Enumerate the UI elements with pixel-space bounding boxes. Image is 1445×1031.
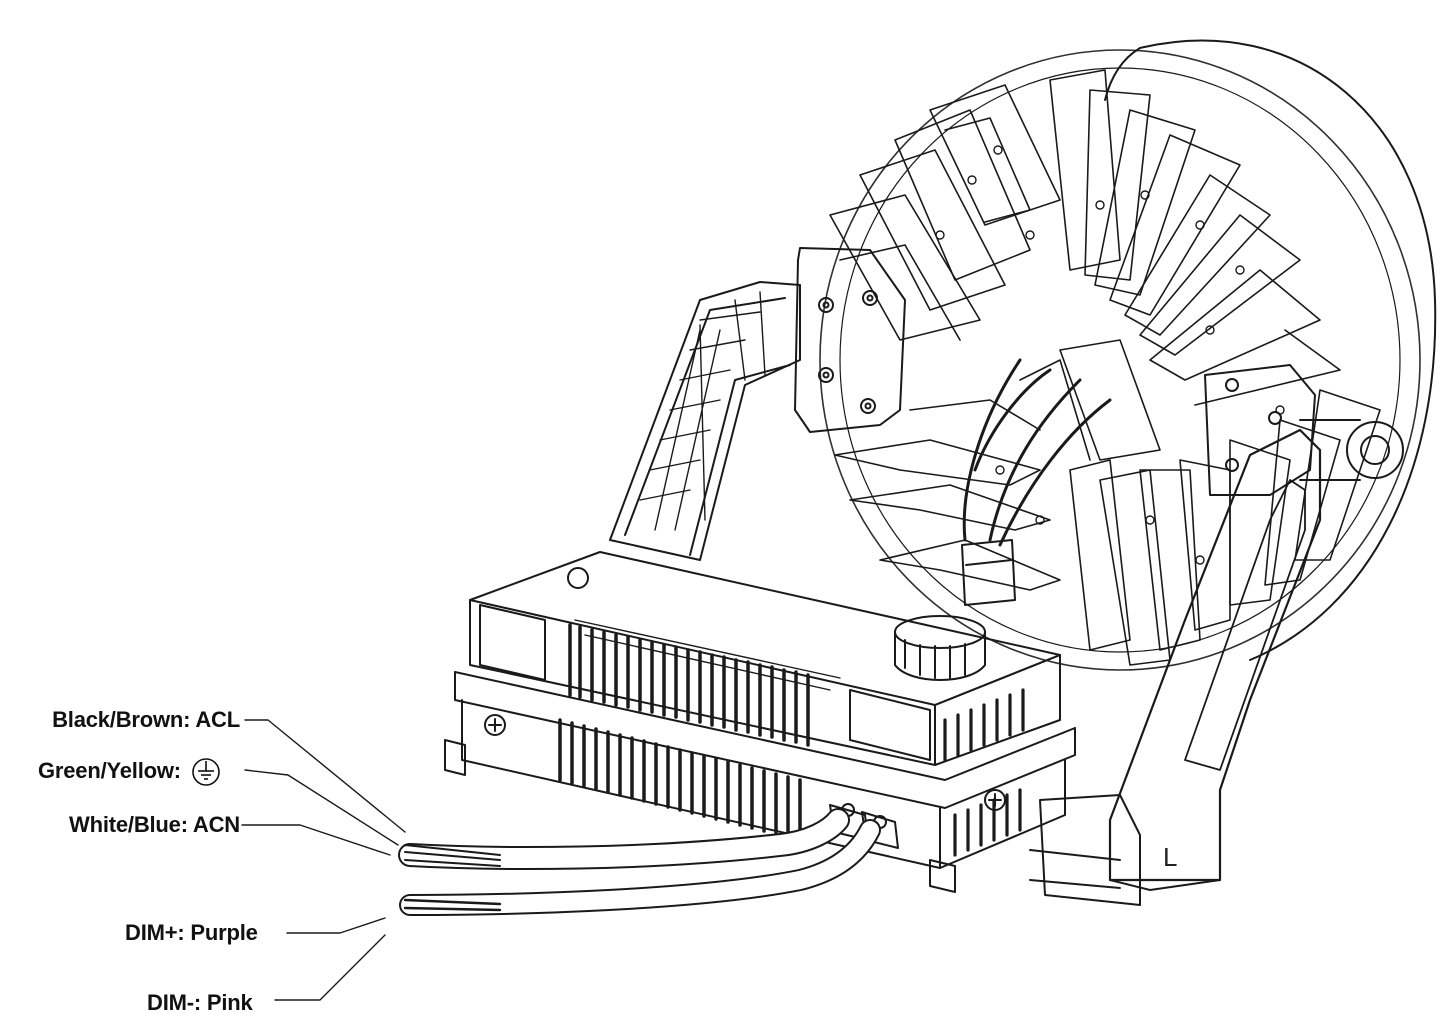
- heat-sink-fins: [829, 69, 1381, 666]
- driver-box: [444, 551, 1076, 893]
- left-lattice-arm: [609, 281, 801, 561]
- bottom-bracket: [1029, 794, 1141, 906]
- driver-side-fins: [943, 688, 1025, 857]
- driver-front-fins: [558, 718, 802, 842]
- housing-disc: [819, 39, 1437, 671]
- right-mount-plate: [1204, 364, 1404, 496]
- label-acn: White/Blue: ACN: [69, 812, 240, 837]
- gland-cap: [894, 615, 986, 681]
- fin-rivets: [935, 145, 1285, 565]
- driver-top-fins: [568, 619, 841, 747]
- ground-symbol-icon: [192, 758, 220, 786]
- label-ground-text: Green/Yellow:: [38, 757, 181, 783]
- right-bracket-arm: [1108, 428, 1322, 891]
- left-mount-plate: [794, 247, 906, 433]
- label-dim-plus: DIM+: Purple: [125, 920, 258, 945]
- label-acl: Black/Brown: ACL: [52, 707, 240, 732]
- leader-lines: [241, 719, 406, 1001]
- dim-cable: [399, 819, 881, 916]
- label-dim-minus: DIM-: Pink: [147, 990, 253, 1015]
- bracket-mark-l: L: [1163, 842, 1178, 872]
- power-cable: [398, 808, 850, 870]
- label-ground: Green/Yellow:: [38, 757, 221, 787]
- top-cable-gland: [961, 358, 1112, 606]
